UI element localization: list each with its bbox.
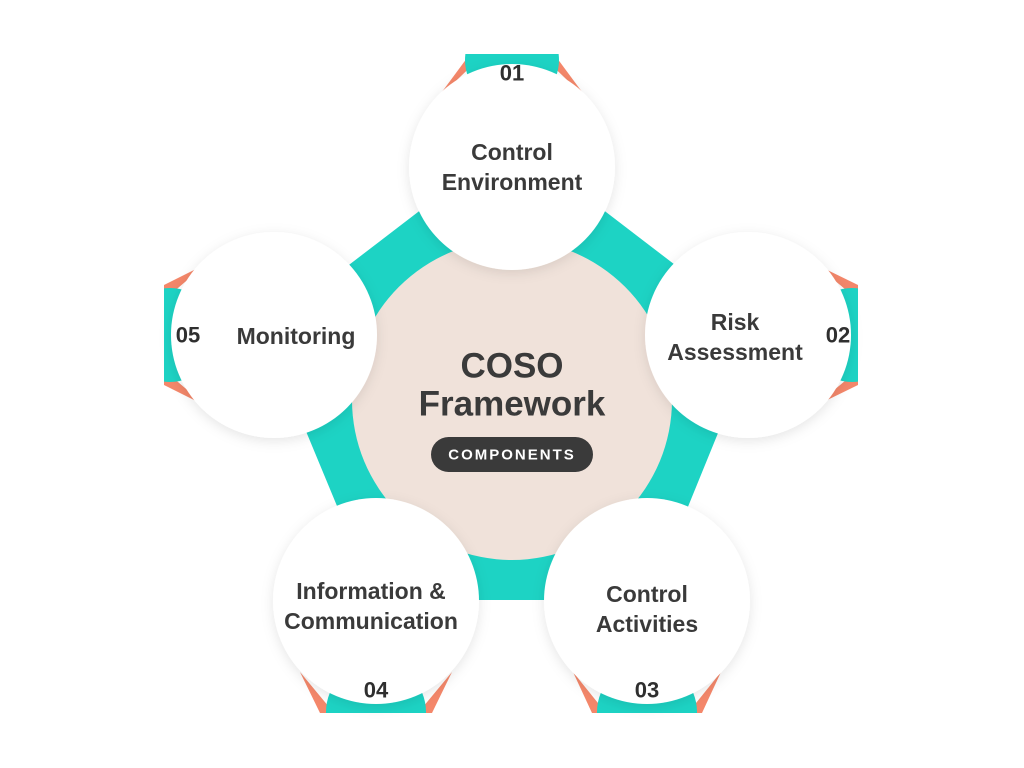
- components-badge-text: COMPONENTS: [448, 447, 576, 464]
- component-02: Risk Assessment 02: [645, 232, 851, 438]
- accent-04-orange-left: [300, 672, 334, 713]
- component-02-label-line1: Risk: [711, 309, 760, 335]
- component-02-number: 02: [826, 323, 850, 348]
- component-01-circle: [409, 64, 615, 270]
- component-01: Control Environment 01: [409, 61, 615, 270]
- component-03: Control Activities 03: [544, 498, 750, 704]
- component-04-circle: [273, 498, 479, 704]
- component-01-number: 01: [500, 61, 524, 86]
- component-03-label-line2: Activities: [596, 611, 698, 637]
- component-04-label-line1: Information &: [296, 578, 446, 604]
- center-title-line2: Framework: [419, 385, 606, 424]
- component-05-label-line1: Monitoring: [237, 323, 356, 349]
- component-01-label-line1: Control: [471, 139, 553, 165]
- components-badge-bg: [431, 437, 593, 472]
- component-02-label-line2: Assessment: [667, 339, 803, 365]
- component-circles: Control Environment 01 Risk Assessment 0…: [171, 61, 851, 704]
- component-03-circle: [544, 498, 750, 704]
- accent-04-orange-right: [418, 672, 452, 713]
- center-title-line1: COSO: [460, 347, 563, 386]
- accent-03-orange-left: [573, 672, 606, 713]
- component-03-number: 03: [635, 678, 659, 703]
- component-05-number: 05: [176, 323, 200, 348]
- component-04-number: 04: [364, 678, 389, 703]
- component-04: Information & Communication 04: [273, 498, 479, 704]
- center-circle: [352, 240, 672, 560]
- component-05-circle: [171, 232, 377, 438]
- component-01-label-line2: Environment: [442, 169, 583, 195]
- component-05: Monitoring 05: [171, 232, 377, 438]
- component-03-label-line1: Control: [606, 581, 688, 607]
- component-04-label-line2: Communication: [284, 608, 458, 634]
- component-02-circle: [645, 232, 851, 438]
- accent-03-orange-right: [688, 672, 721, 713]
